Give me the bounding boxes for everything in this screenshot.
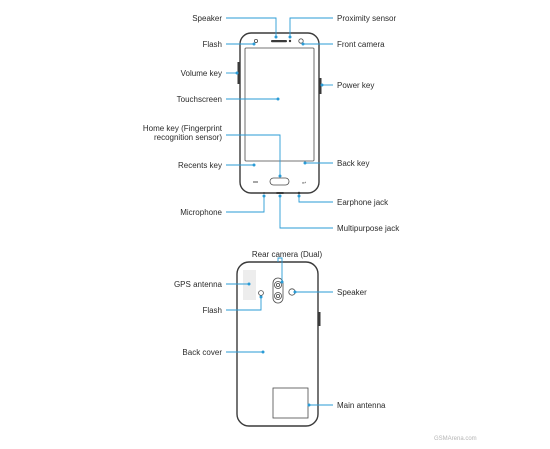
front-camera-lens: [298, 38, 304, 44]
leader-dot-flash: [252, 42, 256, 46]
leader-multipurpose: [279, 196, 333, 229]
leader-dot-rear-speaker: [293, 290, 297, 294]
leader-dot-rear-camera: [280, 280, 284, 284]
back-labels: Rear camera (Dual) GPS antenna Flash Bac…: [174, 250, 386, 410]
label-proximity-sensor: Proximity sensor: [337, 14, 396, 23]
label-back-key: Back key: [337, 159, 369, 168]
home-key-shape: [269, 177, 290, 186]
front-phone: ↩: [237, 32, 322, 195]
leader-home: [226, 134, 281, 176]
watermark: GSMArena.com: [434, 436, 477, 442]
leader-speaker: [226, 17, 277, 36]
label-main-antenna: Main antenna: [337, 401, 386, 410]
label-flash-back: Flash: [202, 306, 222, 315]
leader-dot-earphone: [297, 194, 301, 198]
label-speaker-back: Speaker: [337, 288, 367, 297]
label-flash-front: Flash: [202, 40, 222, 49]
leader-dot-multipurpose: [278, 194, 282, 198]
earphone-jack-shape: [297, 191, 301, 195]
rear-camera-lens-bottom-inner: [275, 293, 280, 298]
leader-dot-rear-flash: [259, 295, 263, 299]
leader-dot-touchscreen: [276, 97, 280, 101]
leader-rear-camera: [277, 257, 283, 281]
label-volume-key: Volume key: [181, 69, 222, 78]
rear-flash-shape: [258, 290, 264, 296]
label-touchscreen: Touchscreen: [177, 95, 222, 104]
leader-dot-front-camera: [301, 42, 305, 46]
leader-earphone: [298, 196, 333, 203]
label-microphone: Microphone: [180, 208, 222, 217]
back-leaders: [226, 257, 333, 407]
leader-dot-power: [320, 83, 324, 87]
front-leaders-left: [226, 17, 282, 213]
multipurpose-jack-shape: [276, 192, 284, 194]
label-power-key: Power key: [337, 81, 374, 90]
label-multipurpose-jack: Multipurpose jack: [337, 224, 400, 233]
leader-microphone: [226, 196, 265, 213]
leader-rear-flash: [226, 297, 262, 311]
back-phone-body: [236, 261, 319, 427]
main-antenna-area: [272, 387, 309, 419]
leader-dot-microphone: [262, 194, 266, 198]
back-key-shape: ↩: [302, 181, 306, 187]
leader-proximity: [289, 17, 333, 37]
leader-dot-back: [303, 161, 307, 165]
back-phone: [236, 261, 321, 427]
label-home-key-line2: recognition sensor): [154, 133, 222, 142]
proximity-sensor-dot: [288, 39, 292, 43]
front-speaker-slot: [271, 40, 287, 43]
microphone-hole: [263, 192, 265, 194]
rear-camera-module: [272, 277, 284, 304]
label-back-cover: Back cover: [182, 348, 222, 357]
front-phone-body: [239, 32, 320, 194]
leader-dot-main-antenna: [307, 403, 311, 407]
label-home-key-line1: Home key (Fingerprint: [143, 124, 223, 133]
label-front-camera: Front camera: [337, 40, 385, 49]
front-leaders-right: [278, 17, 333, 229]
rear-camera-lens-top-inner: [275, 282, 280, 287]
leader-dot-speaker: [274, 35, 278, 39]
leader-dot-volume: [235, 71, 239, 75]
front-flash-dot: [253, 39, 258, 44]
label-rear-camera: Rear camera (Dual): [252, 250, 323, 259]
leader-dot-back-cover: [261, 350, 265, 354]
rear-camera-lens-top: [274, 281, 282, 289]
label-gps-antenna: GPS antenna: [174, 280, 223, 289]
rear-camera-lens-bottom: [274, 292, 282, 300]
front-screen-outline: [244, 47, 315, 162]
leader-dot-proximity: [288, 35, 292, 39]
leader-dot-gps-antenna: [247, 282, 251, 286]
leader-dot-home: [278, 174, 282, 178]
label-earphone-jack: Earphone jack: [337, 198, 389, 207]
label-speaker-front: Speaker: [192, 14, 222, 23]
front-labels: Speaker Flash Volume key Touchscreen Hom…: [143, 14, 400, 233]
leader-dot-recents: [252, 163, 256, 167]
label-recents-key: Recents key: [178, 161, 222, 170]
